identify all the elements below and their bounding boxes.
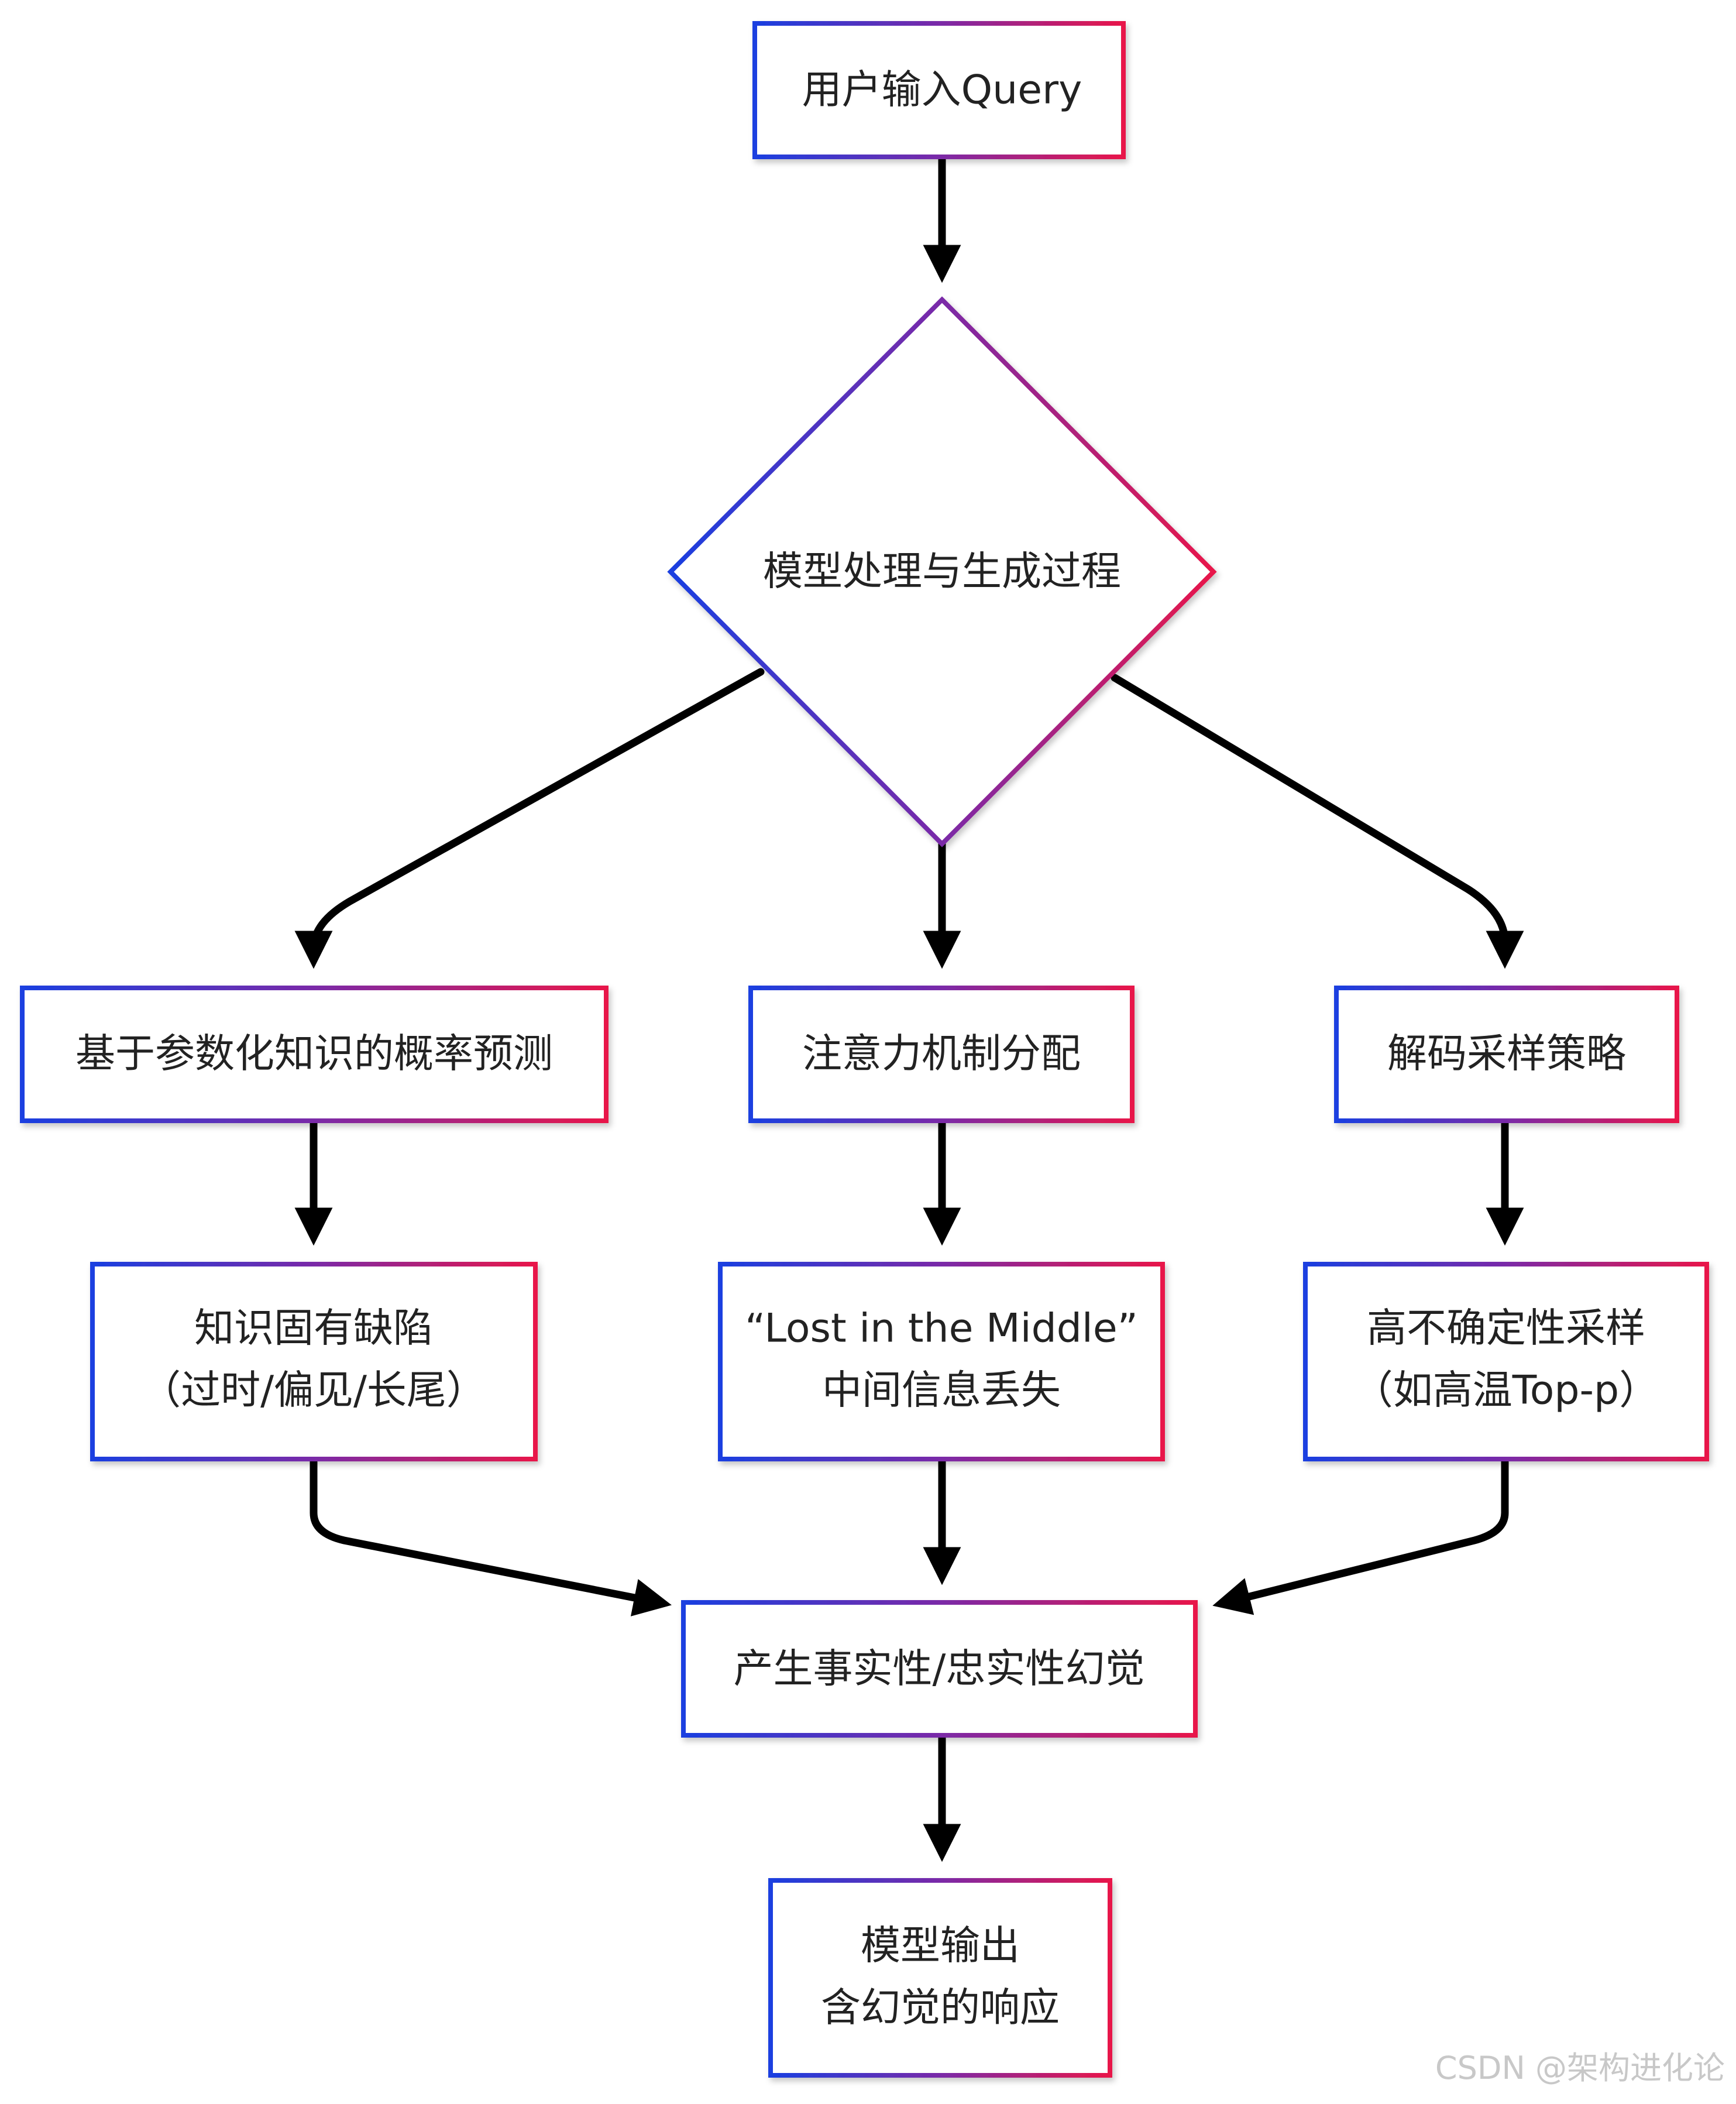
node-knowledge: 基于参数化知识的概率预测 [20, 986, 609, 1123]
node-knowledge-label: 基于参数化知识的概率预测 [75, 1031, 553, 1077]
node-process-label: 模型处理与生成过程 [763, 549, 1121, 595]
node-sampling-line2: （如高温Top-p） [1353, 1368, 1659, 1414]
node-decoding-label: 解码采样策略 [1387, 1031, 1626, 1077]
node-process-decision: 模型处理与生成过程 [667, 296, 1217, 847]
node-sampling-line1: 高不确定性采样 [1367, 1306, 1645, 1352]
edge-sampling-to-hallucination [1212, 1455, 1509, 1615]
node-hallucination-label: 产生事实性/忠实性幻觉 [734, 1646, 1145, 1693]
node-hallucination: 产生事实性/忠实性幻觉 [681, 1600, 1198, 1738]
edge-process-to-decoding [1111, 674, 1524, 969]
node-output: 模型输出 含幻觉的响应 [768, 1878, 1112, 2078]
node-knowledge-defect-line1: 知识固有缺陷 [194, 1306, 433, 1352]
node-knowledge-defect: 知识固有缺陷 （过时/偏见/长尾） [90, 1262, 538, 1461]
node-input-label: 用户输入Query [802, 67, 1082, 114]
node-knowledge-defect-line2: （过时/偏见/长尾） [141, 1368, 486, 1414]
node-output-line1: 模型输出 [861, 1923, 1020, 1969]
node-sampling: 高不确定性采样 （如高温Top-p） [1303, 1262, 1709, 1461]
node-lost-middle: “Lost in the Middle” 中间信息丢失 [718, 1262, 1165, 1461]
node-attention-label: 注意力机制分配 [802, 1031, 1081, 1077]
node-decoding: 解码采样策略 [1334, 986, 1679, 1123]
edges [294, 153, 1524, 1862]
edge-process-to-knowledge [294, 668, 765, 969]
node-output-line2: 含幻觉的响应 [821, 1985, 1060, 2031]
edge-defect-to-hallucination [310, 1455, 672, 1616]
node-lost-middle-line2: 中间信息丢失 [822, 1368, 1061, 1414]
node-attention: 注意力机制分配 [748, 986, 1135, 1123]
node-lost-middle-line1: “Lost in the Middle” [745, 1306, 1138, 1352]
node-input: 用户输入Query [752, 21, 1126, 159]
watermark: CSDN @架构进化论 [1435, 2050, 1725, 2086]
